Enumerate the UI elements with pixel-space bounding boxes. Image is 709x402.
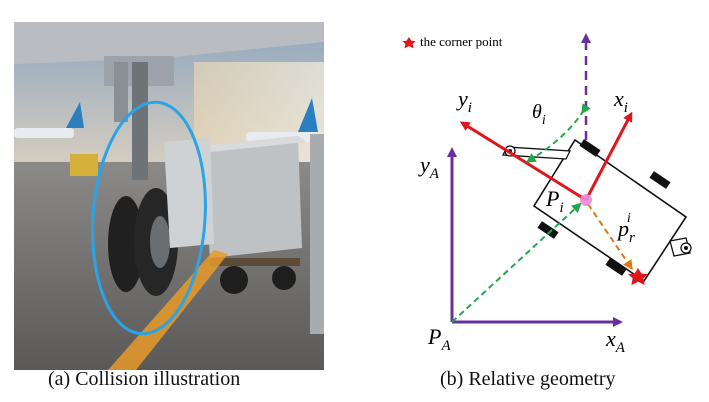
wheel-rear xyxy=(108,196,144,292)
corner-offset-vector xyxy=(587,203,633,271)
background-aircraft-left xyxy=(14,102,84,138)
corner-point-legend-icon xyxy=(402,37,416,49)
aircraft-wing xyxy=(14,22,324,64)
label-xi: xi xyxy=(613,86,628,116)
airport-scene xyxy=(14,22,324,370)
label-pr: pri xyxy=(616,211,635,246)
label-theta: θi xyxy=(532,101,546,128)
vehicle-origin-point xyxy=(580,194,592,206)
geometry-svg: the corner point xyxy=(402,33,692,356)
wheel xyxy=(649,171,671,189)
caption-b: (b) Relative geometry xyxy=(440,368,616,390)
relative-geometry-diagram: the corner point xyxy=(380,20,700,370)
legend: the corner point xyxy=(402,34,503,49)
tow-bar-front xyxy=(669,237,692,257)
landing-gear-strut xyxy=(132,62,148,180)
tug-vehicle xyxy=(70,154,98,176)
vehicle-outline xyxy=(532,138,688,283)
baggage-cart-edge xyxy=(310,134,324,334)
collision-illustration-image xyxy=(14,22,324,370)
label-xA: xA xyxy=(605,326,626,356)
label-Pi: Pi xyxy=(545,186,564,216)
tow-bar-rear xyxy=(501,145,572,160)
legend-label: the corner point xyxy=(420,34,503,49)
y-axis-local xyxy=(459,121,587,202)
wheel xyxy=(605,258,627,276)
label-yi: yi xyxy=(456,86,472,116)
heading-angle-arc xyxy=(525,103,591,163)
gear-door xyxy=(114,62,128,122)
wheel xyxy=(537,221,559,239)
position-vector xyxy=(451,202,582,323)
label-yA: yA xyxy=(418,152,440,182)
baggage-cart-front xyxy=(202,136,306,294)
collision-highlight-ellipse xyxy=(91,100,207,336)
corner-point-star xyxy=(628,268,648,285)
taxi-guide-line xyxy=(108,250,228,370)
label-PA: PA xyxy=(427,324,451,354)
x-axis-local xyxy=(584,111,633,201)
caption-a: (a) Collision illustration xyxy=(48,368,241,390)
wheel-hub xyxy=(150,216,170,268)
